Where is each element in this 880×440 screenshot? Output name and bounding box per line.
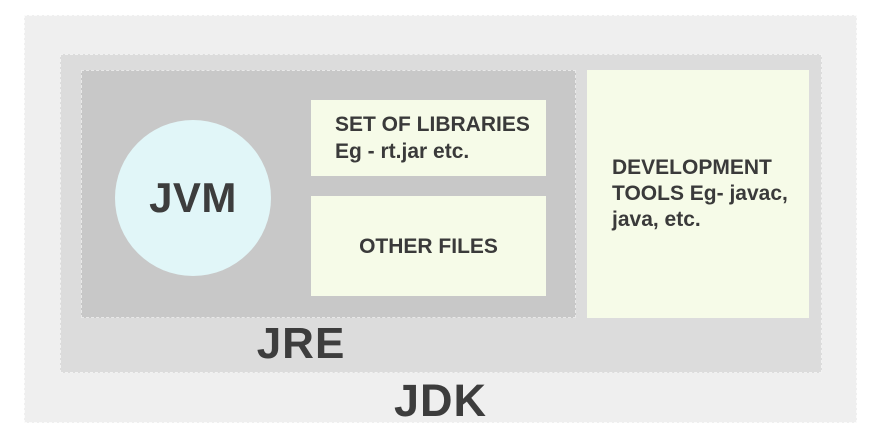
jvm-label: JVM bbox=[149, 174, 237, 221]
development-tools-box: DEVELOPMENT TOOLS Eg- javac, java, etc. bbox=[587, 70, 809, 318]
jvm-circle: JVM bbox=[115, 120, 271, 276]
development-tools-label: DEVELOPMENT TOOLS Eg- javac, java, etc. bbox=[612, 156, 788, 231]
set-of-libraries-label: SET OF LIBRARIES Eg - rt.jar etc. bbox=[335, 113, 530, 163]
jre-container: JVM SET OF LIBRARIES Eg - rt.jar etc. OT… bbox=[60, 54, 822, 373]
jdk-container: JVM SET OF LIBRARIES Eg - rt.jar etc. OT… bbox=[24, 15, 857, 426]
other-files-label: OTHER FILES bbox=[359, 234, 498, 258]
set-of-libraries-box: SET OF LIBRARIES Eg - rt.jar etc. bbox=[311, 100, 546, 176]
other-files-box: OTHER FILES bbox=[311, 196, 546, 296]
jdk-label: JDK bbox=[393, 375, 488, 426]
jre-core-container: JVM SET OF LIBRARIES Eg - rt.jar etc. OT… bbox=[81, 70, 576, 318]
jre-label: JRE bbox=[256, 319, 346, 368]
